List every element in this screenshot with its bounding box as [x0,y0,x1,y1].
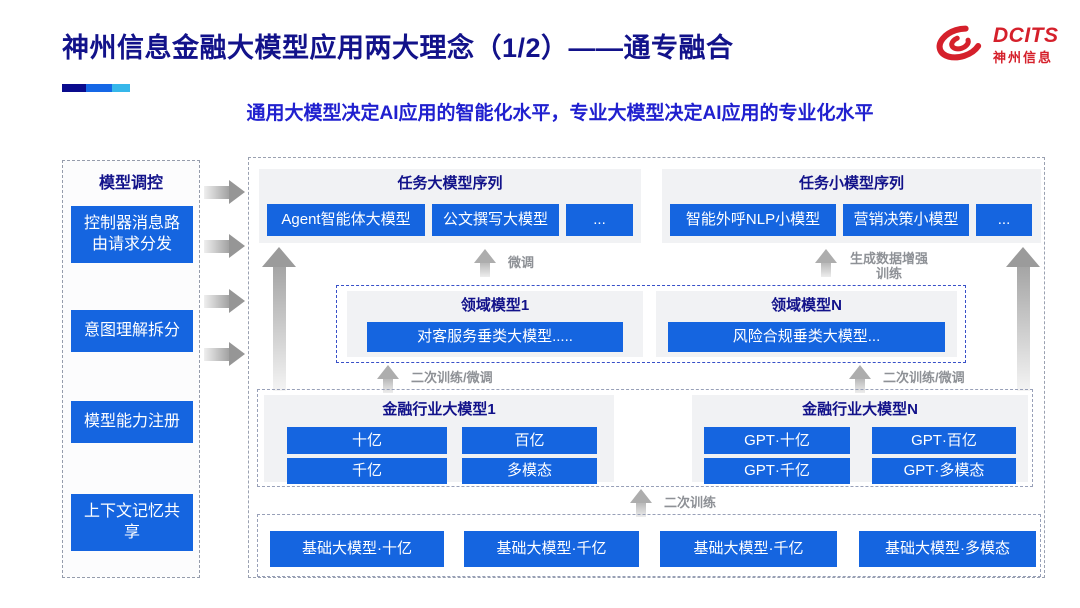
sidebar-item-intent-split: 意图理解拆分 [71,310,193,352]
logo-brand-cn: 神州信息 [993,50,1054,66]
node-gpt-ten-billion: GPT·百亿 [872,427,1016,454]
up-arrow-icon [474,249,496,277]
company-logo: DCITS 神州信息 [933,20,1059,71]
node-base-model-multimodal: 基础大模型·多模态 [859,531,1036,567]
node-multimodal: 多模态 [462,458,597,484]
industry-model-container: 金融行业大模型1 十亿 百亿 千亿 多模态 金融行业大模型N GPT·十亿 GP… [257,389,1033,487]
node-gpt-multimodal: GPT·多模态 [872,458,1016,484]
right-arrow-icon [204,342,245,366]
domain-model-container: 领域模型1 对客服务垂类大模型..... 领域模型N 风险合规垂类大模型... [336,285,966,363]
node-agent-large-model: Agent智能体大模型 [267,204,425,236]
slide-subtitle: 通用大模型决定AI应用的智能化水平，专业大模型决定AI应用的专业化水平 [246,103,874,124]
task-small-model-title: 任务小模型序列 [798,175,904,192]
node-more-small-models: ... [976,204,1032,236]
model-control-title: 模型调控 [98,175,163,192]
task-large-model-title: 任务大模型序列 [397,175,503,192]
label-retrain-finetune-left: 二次训练/微调 [411,370,493,385]
node-outbound-nlp-model: 智能外呼NLP小模型 [670,204,836,236]
industry-model-n-group: 金融行业大模型N GPT·十亿 GPT·百亿 GPT·千亿 GPT·多模态 [692,395,1028,484]
node-base-model-billion: 基础大模型·十亿 [270,531,444,567]
node-risk-compliance-vertical-model: 风险合规垂类大模型... [668,322,945,352]
industry-model-1-title: 金融行业大模型1 [382,401,496,418]
industry-model-n-title: 金融行业大模型N [802,401,918,418]
right-arrow-icon [204,180,245,204]
node-more-large-models: ... [566,204,633,236]
node-ten-billion: 百亿 [462,427,597,454]
up-arrow-icon [262,247,296,391]
task-small-model-group: 任务小模型序列 智能外呼NLP小模型 营销决策小模型 ... [662,169,1041,243]
label-retrain: 二次训练 [664,495,717,510]
label-retrain-finetune-right: 二次训练/微调 [883,370,965,385]
up-arrow-icon [849,365,871,393]
title-accent-bar [62,84,130,92]
domain-model-1-title: 领域模型1 [460,297,530,314]
task-large-model-group: 任务大模型序列 Agent智能体大模型 公文撰写大模型 ... [259,169,641,243]
model-architecture-diagram: 任务大模型序列 Agent智能体大模型 公文撰写大模型 ... 任务小模型序列 … [248,157,1045,578]
node-document-writing-model: 公文撰写大模型 [432,204,559,236]
page-title: 神州信息金融大模型应用两大理念（1/2）——通专融合 [62,33,734,63]
up-arrow-icon [1006,247,1040,391]
up-arrow-icon [815,249,837,277]
node-customer-service-vertical-model: 对客服务垂类大模型..... [367,322,623,352]
sidebar-item-context-memory: 上下文记忆共享 [71,494,193,551]
sidebar-item-router-dispatch: 控制器消息路由请求分发 [71,206,193,263]
domain-model-n-title: 领域模型N [771,297,842,314]
right-arrow-icon [204,234,245,258]
industry-model-1-group: 金融行业大模型1 十亿 百亿 千亿 多模态 [264,395,614,484]
accent-segment-blue [86,84,112,92]
node-base-model-hundred-billion-2: 基础大模型·千亿 [660,531,837,567]
label-finetune: 微调 [508,255,535,270]
node-base-model-hundred-billion-1: 基础大模型·千亿 [464,531,639,567]
logo-text: DCITS 神州信息 [993,23,1059,66]
node-hundred-billion: 千亿 [287,458,447,484]
node-gpt-billion: GPT·十亿 [704,427,850,454]
logo-brand: DCITS [993,23,1059,47]
up-arrow-icon [377,365,399,393]
label-gen-data-augment-train: 生成数据增强训练 [849,251,928,281]
accent-segment-cyan [112,84,130,92]
sidebar-item-capability-register: 模型能力注册 [71,401,193,443]
logo-swirl-icon [933,20,987,71]
right-arrow-icon [204,289,245,313]
node-billion: 十亿 [287,427,447,454]
accent-segment-dark [62,84,86,92]
model-control-panel: 模型调控 控制器消息路由请求分发 意图理解拆分 模型能力注册 上下文记忆共享 [62,160,200,578]
node-gpt-hundred-billion: GPT·千亿 [704,458,850,484]
domain-model-n-group: 领域模型N 风险合规垂类大模型... [656,291,957,357]
up-arrow-icon [630,489,652,517]
node-marketing-decision-model: 营销决策小模型 [843,204,969,236]
base-model-container: 基础大模型·十亿 基础大模型·千亿 基础大模型·千亿 基础大模型·多模态 [257,514,1041,577]
domain-model-1-group: 领域模型1 对客服务垂类大模型..... [347,291,643,357]
